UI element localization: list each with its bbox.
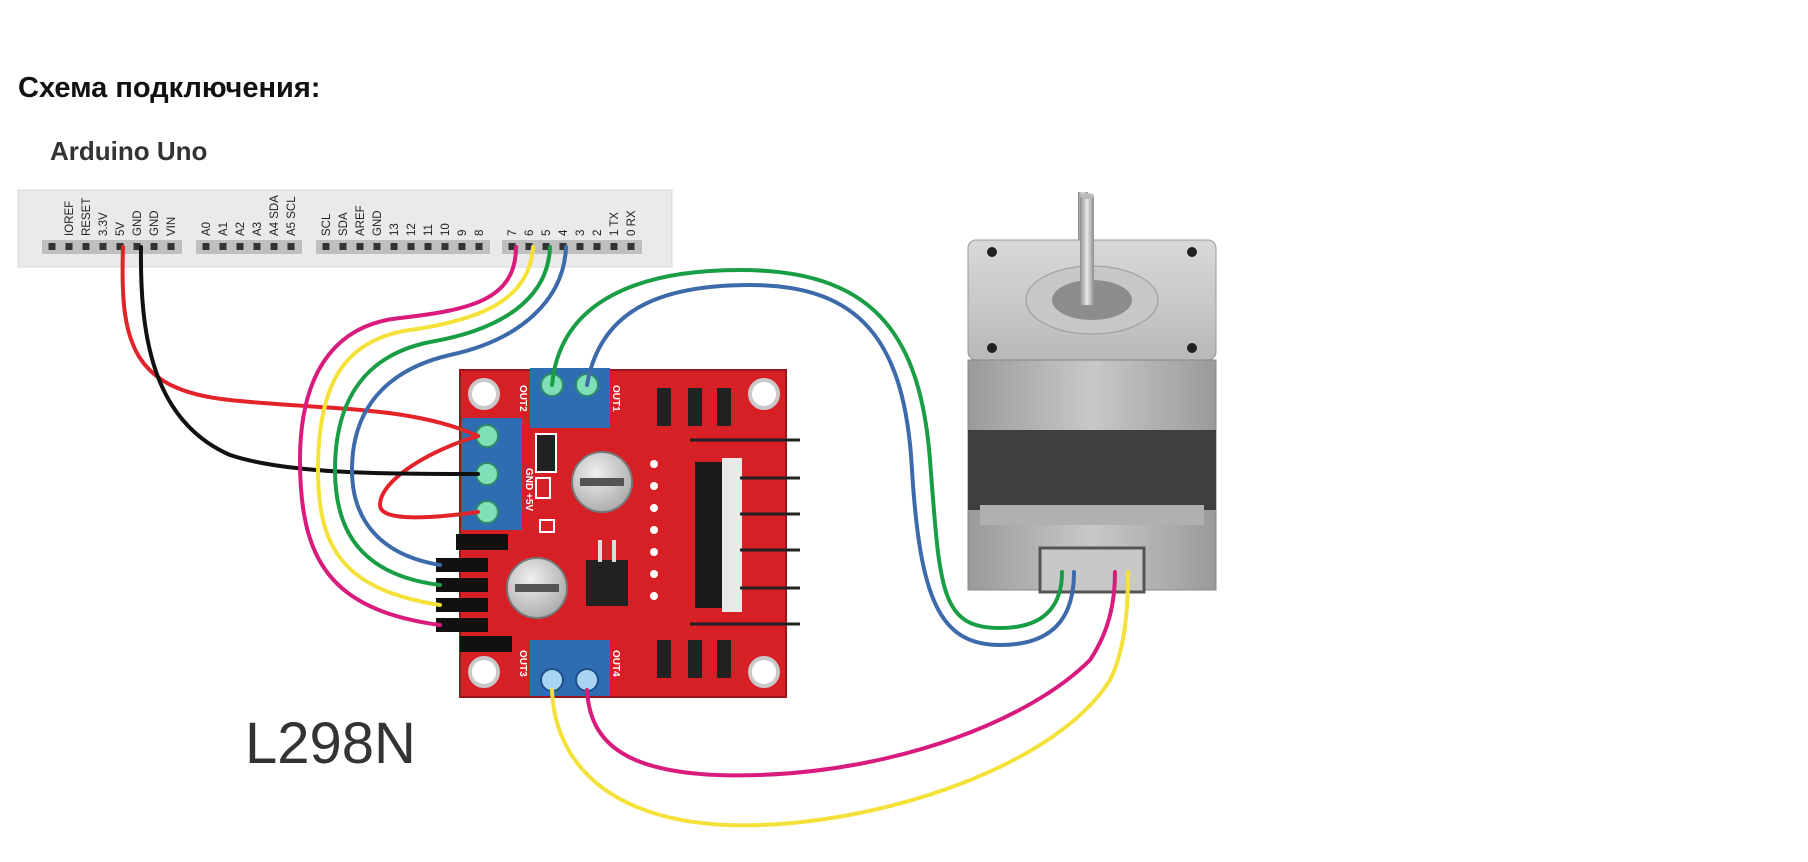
wire-pin6-yellow (315, 245, 535, 607)
wire-pin5-green (332, 245, 552, 587)
wire-out4-magenta (585, 570, 1117, 778)
out3-label: OUT3 (517, 650, 528, 677)
header-pin (458, 243, 466, 250)
wire-jumper-red (377, 434, 480, 520)
stepper-motor (967, 192, 1217, 594)
pin-label: IOREF (64, 201, 76, 236)
wire-pin4-blue (349, 245, 568, 567)
pin-label: 3 (575, 230, 587, 236)
pin-label: SDA (338, 212, 350, 236)
pin-label: 4 (558, 229, 570, 236)
pin-group-1 (196, 240, 302, 254)
header-pin (270, 243, 278, 250)
header-pin (373, 243, 381, 250)
pin-label: AREF (355, 205, 367, 236)
wire-out1-blue (585, 282, 1076, 648)
pin-label: 6 (524, 230, 536, 236)
header-pin (593, 243, 601, 250)
header-pin (133, 243, 141, 250)
out4-label: OUT4 (610, 650, 621, 677)
pin-label: 8 (474, 230, 486, 236)
wire-5v-red (120, 245, 480, 438)
pin-label: VIN (166, 217, 178, 236)
header-pin (508, 243, 516, 250)
header-pin (576, 243, 584, 250)
pin-label: 11 (423, 224, 435, 236)
mount-hole (748, 378, 780, 410)
page-title: Схема подключения: (18, 72, 321, 104)
pin-label: 2 (592, 230, 604, 236)
header-pin (407, 243, 415, 250)
arduino-pins: IOREF RESET 3.3V 5V GND GND VIN A0 A1 A2 A3 A4 SDA A… (42, 195, 642, 254)
header-pin (475, 243, 483, 250)
wire-out2-green (550, 267, 1064, 631)
wires (120, 245, 1130, 828)
mount-hole (748, 656, 780, 688)
pin-label: 13 (389, 223, 401, 236)
pin-label: 5 (541, 230, 553, 236)
l298n-driver-board: OUT2 OUT1 OUT3 OUT4 GND +5V (436, 368, 800, 698)
header-pin (390, 243, 398, 250)
mount-hole (468, 656, 500, 688)
header-pin (356, 243, 364, 250)
header-pin (99, 243, 107, 250)
header-pin (65, 243, 73, 250)
header-pin (610, 243, 618, 250)
arduino-board-title: Arduino Uno (50, 136, 208, 166)
out1-label: OUT1 (610, 385, 621, 412)
pin-group-0 (42, 240, 182, 254)
out2-label: OUT2 (517, 385, 528, 412)
pin-label: A3 (252, 222, 264, 236)
pin-label: RESET (81, 198, 93, 236)
header-pin (424, 243, 432, 250)
pin-label: 3.3V (98, 212, 110, 236)
pin-group-3 (502, 240, 642, 254)
driver-label: L298N (245, 711, 416, 776)
pin-label: A1 (218, 222, 230, 236)
header-pin (441, 243, 449, 250)
header-pin (150, 243, 158, 250)
header-pin (236, 243, 244, 250)
pin-label: A2 (235, 222, 247, 236)
wire-gnd-black (138, 245, 480, 477)
pin-label: 7 (507, 230, 519, 236)
header-pin (82, 243, 90, 250)
header-pin (253, 243, 261, 250)
wire-pin7-magenta (297, 245, 518, 627)
header-pin (339, 243, 347, 250)
pin-label: A4 SDA (269, 195, 281, 236)
header-pin (219, 243, 227, 250)
wire-out3-yellow (550, 570, 1130, 828)
pin-label: GND (372, 210, 384, 236)
pin-label: 9 (457, 230, 469, 236)
header-pin (542, 243, 550, 250)
pin-label: A5 SCL (286, 196, 298, 236)
header-pin (559, 243, 567, 250)
header-pin (287, 243, 295, 250)
pin-label: 10 (440, 223, 452, 236)
header-pin (167, 243, 175, 250)
pin-label: GND (149, 210, 161, 236)
pin-label: 1 TX (609, 212, 621, 236)
header-pin (48, 243, 56, 250)
header-pin (322, 243, 330, 250)
header-pin (116, 243, 124, 250)
header-pin (202, 243, 210, 250)
pin-label: 0 RX (626, 210, 638, 236)
pin-label: 12 (406, 223, 418, 236)
arduino-header: IOREF RESET 3.3V 5V GND GND VIN A0 A1 A2 A3 A4 SDA A… (17, 189, 673, 268)
pin-label: GND (132, 210, 144, 236)
pin-label: A0 (201, 222, 213, 236)
pin-label: 5V (115, 222, 127, 236)
power-terminal-label: GND +5V (523, 468, 534, 511)
mount-hole (468, 378, 500, 410)
pin-label: SCL (321, 213, 333, 236)
header-pin (627, 243, 635, 250)
header-pin (525, 243, 533, 250)
